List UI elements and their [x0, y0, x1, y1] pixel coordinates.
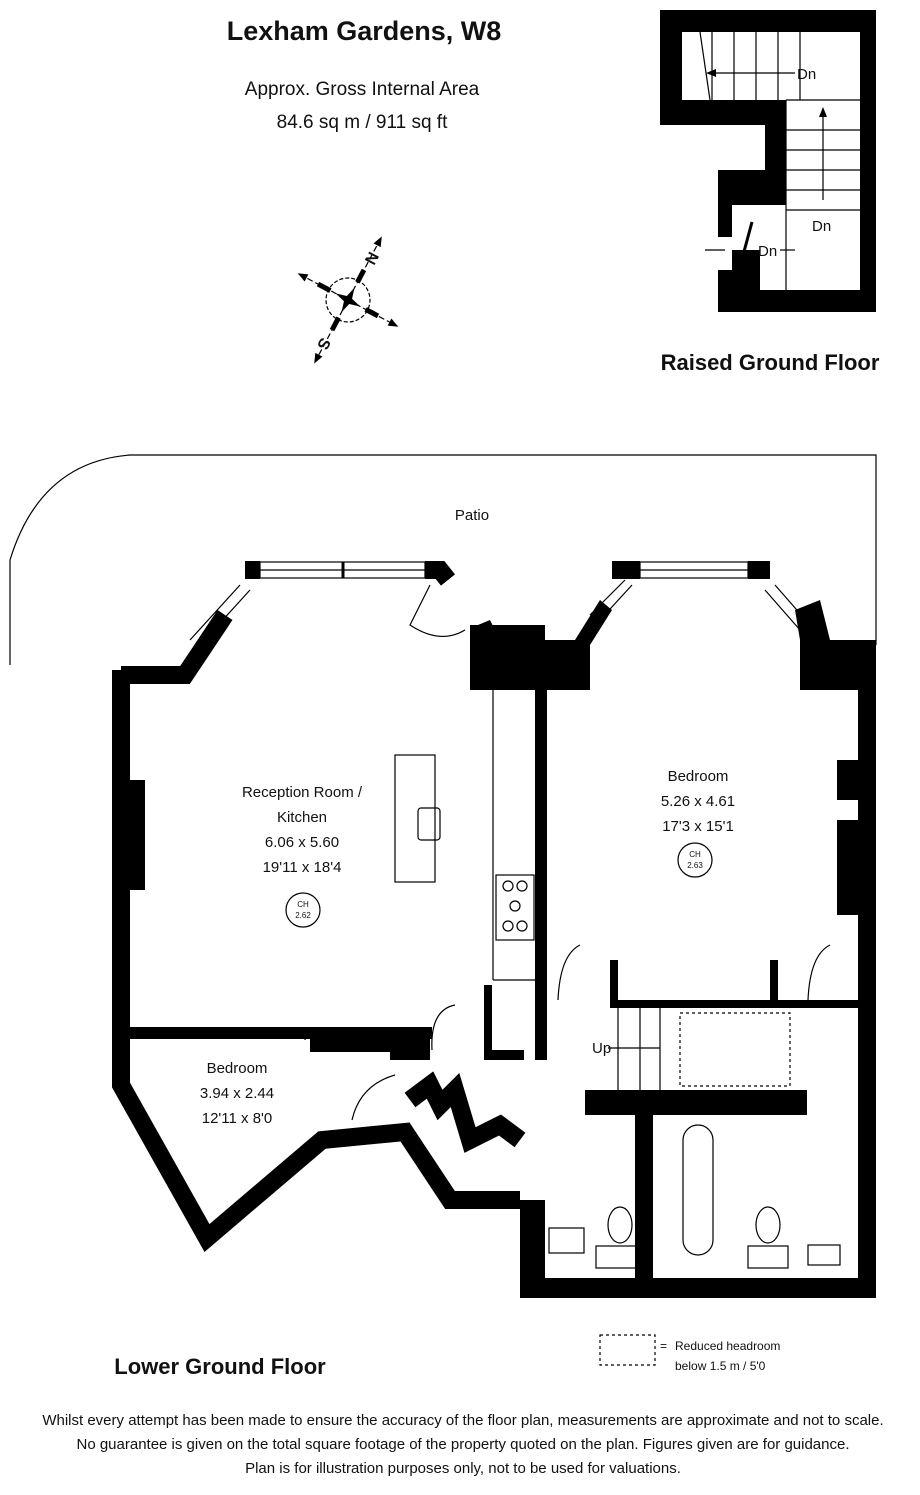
- legend-line1: Reduced headroom: [675, 1339, 780, 1353]
- room-bedroom-2: Bedroom 3.94 x 2.44 12'11 x 8'0: [200, 1060, 274, 1127]
- legend: = Reduced headroom below 1.5 m / 5'0: [660, 1339, 780, 1373]
- lower-ground-floor-label: Lower Ground Floor: [114, 1354, 326, 1379]
- room-imperial: 17'3 x 15'1: [662, 818, 734, 835]
- property-title: Lexham Gardens, W8: [227, 16, 502, 46]
- room-metric: 5.26 x 4.61: [661, 793, 735, 810]
- disclaimer-line: Whilst every attempt has been made to en…: [42, 1412, 883, 1429]
- compass-north: N: [361, 249, 381, 267]
- room-name: Reception Room /: [242, 784, 363, 801]
- stair-label-dn: Dn: [812, 218, 831, 235]
- windows: [129, 561, 811, 1181]
- room-imperial: 19'11 x 18'4: [263, 859, 342, 876]
- ceiling-height-label: CH: [689, 850, 701, 859]
- raised-ground-floor-label: Raised Ground Floor: [661, 350, 880, 375]
- compass-icon: N S: [297, 236, 399, 364]
- patio-label: Patio: [455, 507, 489, 524]
- room-name: Kitchen: [277, 809, 327, 826]
- legend-symbol: =: [660, 1339, 667, 1353]
- disclaimer-line: No guarantee is given on the total squar…: [76, 1436, 849, 1453]
- walls: [112, 561, 876, 1298]
- room-reception-kitchen: Reception Room / Kitchen 6.06 x 5.60 19'…: [242, 784, 363, 920]
- compass-south: S: [313, 335, 333, 353]
- ceiling-height-value: 2.62: [295, 911, 311, 920]
- fixtures: [285, 584, 841, 1366]
- area-value: 84.6 sq m / 911 sq ft: [277, 112, 448, 133]
- ceiling-height-label: CH: [297, 900, 309, 909]
- stair-label-dn: Dn: [758, 243, 777, 260]
- room-metric: 6.06 x 5.60: [265, 834, 339, 851]
- patio-outline: [9, 454, 877, 665]
- ceiling-height-value: 2.63: [687, 861, 703, 870]
- legend-line2: below 1.5 m / 5'0: [675, 1359, 766, 1373]
- raised-ground-floor-plan: Dn Dn Dn: [660, 10, 876, 312]
- room-name: Bedroom: [668, 768, 729, 785]
- room-imperial: 12'11 x 8'0: [202, 1110, 273, 1127]
- room-metric: 3.94 x 2.44: [200, 1085, 274, 1102]
- disclaimer-line: Plan is for illustration purposes only, …: [245, 1460, 681, 1477]
- room-bedroom-1: Bedroom 5.26 x 4.61 17'3 x 15'1 CH 2.63: [661, 768, 735, 870]
- stair-label-dn: Dn: [797, 66, 816, 83]
- area-label: Approx. Gross Internal Area: [245, 79, 480, 100]
- stair-label-up: Up: [592, 1040, 611, 1057]
- room-name: Bedroom: [207, 1060, 268, 1077]
